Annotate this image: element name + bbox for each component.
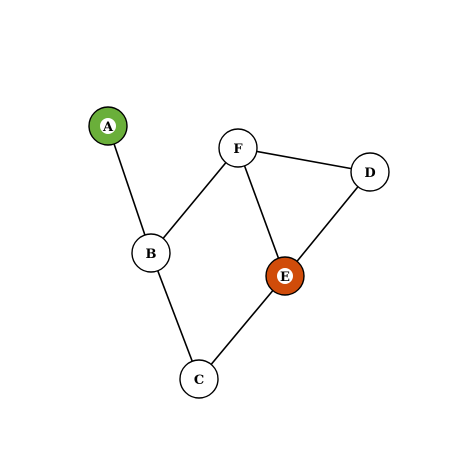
node-label-backdrop <box>277 268 293 284</box>
edge-b-f <box>150 147 239 254</box>
node-c: C <box>179 359 219 399</box>
edge-f-e <box>237 147 286 277</box>
edge-a-b <box>107 125 152 254</box>
edge-b-c <box>150 252 200 380</box>
node-f: F <box>218 128 258 168</box>
edge-d-e <box>284 171 371 277</box>
nodes-layer: A B C D E F <box>88 106 390 399</box>
node-label: A <box>102 120 114 135</box>
edge-f-d <box>237 147 371 173</box>
node-circle <box>179 359 219 399</box>
node-circle <box>218 128 258 168</box>
edge-e-c <box>198 275 286 380</box>
node-circle <box>131 233 171 273</box>
node-circle <box>350 152 390 192</box>
node-label: E <box>280 270 290 285</box>
node-a: A <box>88 106 128 146</box>
node-b: B <box>131 233 171 273</box>
edges-layer <box>107 125 371 380</box>
node-label: F <box>233 142 243 157</box>
node-d: D <box>350 152 390 192</box>
node-label-backdrop <box>100 118 116 134</box>
node-e: E <box>265 256 305 296</box>
node-label: D <box>364 166 375 181</box>
node-label: C <box>194 373 204 388</box>
node-label: B <box>146 247 157 262</box>
